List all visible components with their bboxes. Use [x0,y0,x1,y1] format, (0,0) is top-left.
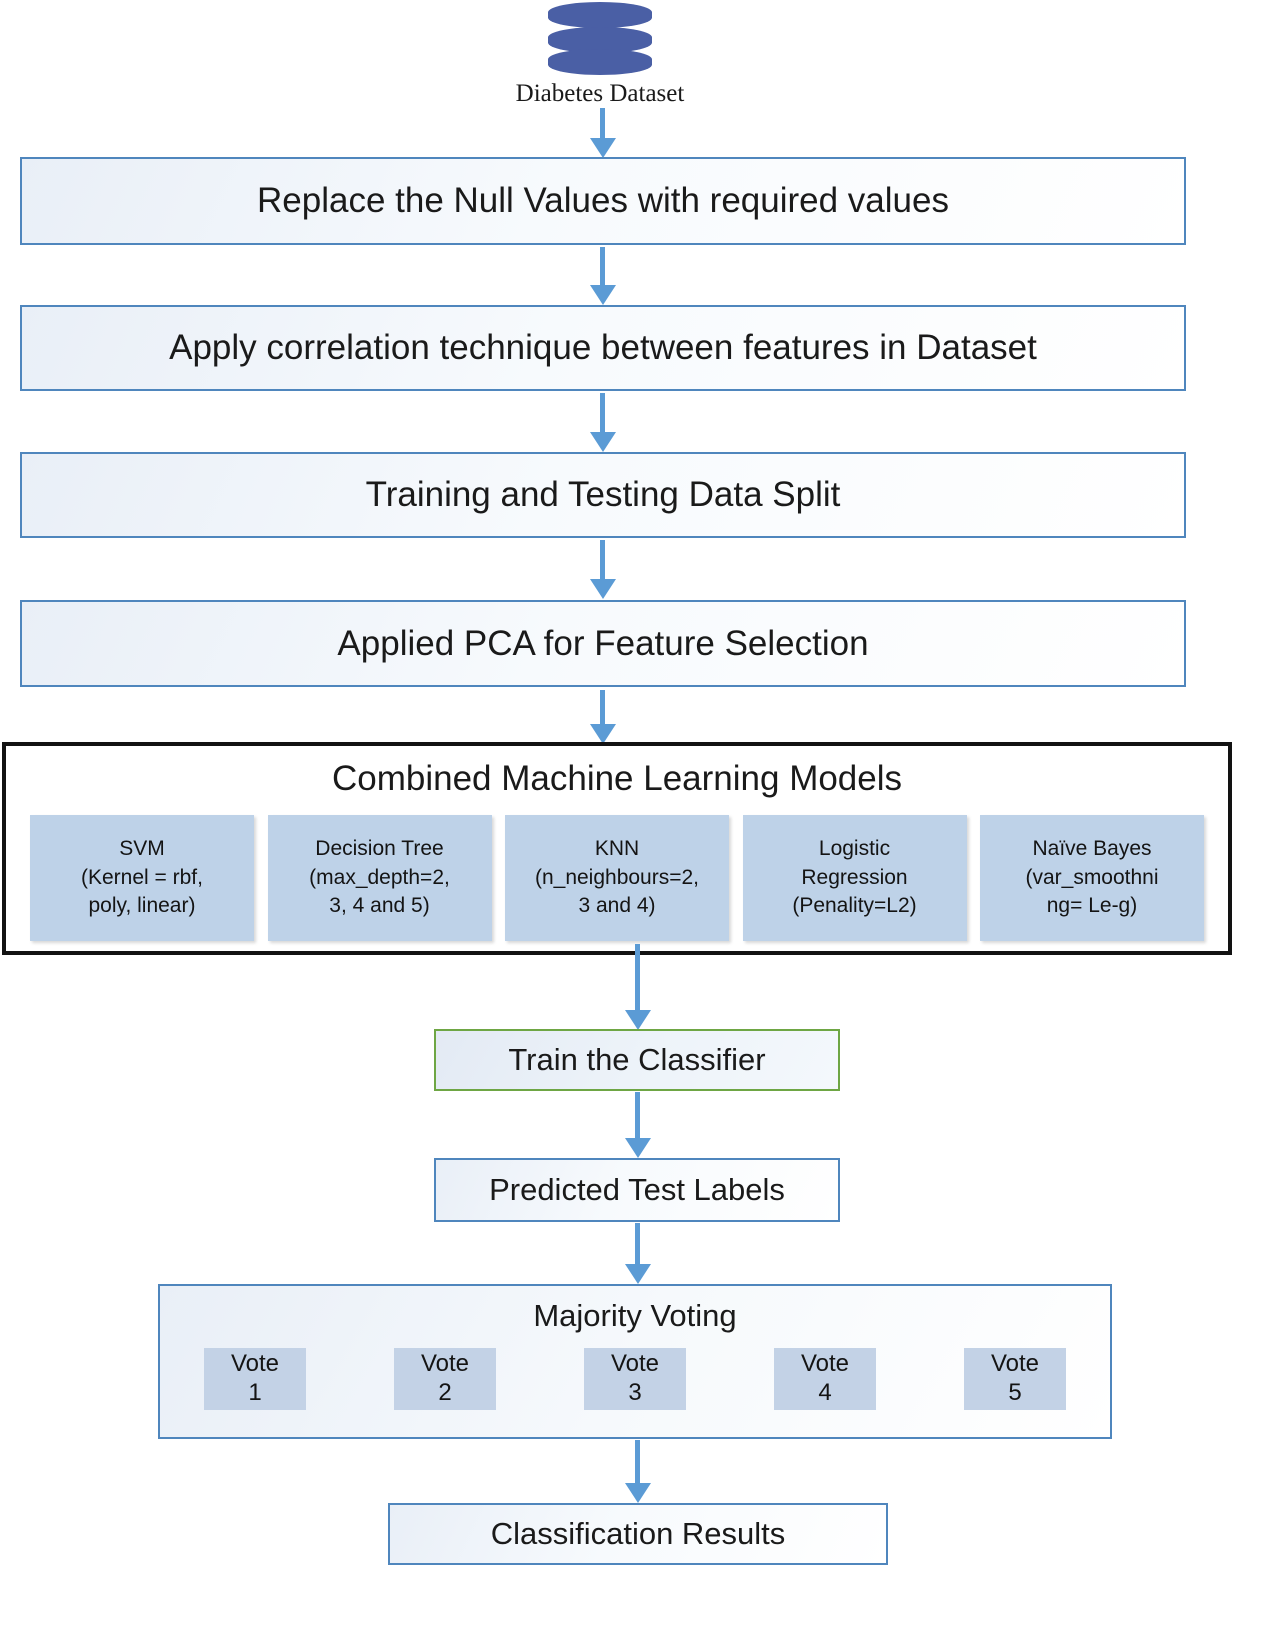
model-card-logistic-regression[interactable]: Logistic Regression (Penality=L2) [742,815,967,941]
arrow-step4-to-ml-models [590,690,616,746]
arrow-stem [635,1092,640,1140]
model-card-knn[interactable]: KNN (n_neighbours=2, 3 and 4) [505,815,729,941]
model-card-decision-tree[interactable]: Decision Tree (max_depth=2, 3, 4 and 5) [267,815,492,941]
step-label: Train the Classifier [508,1042,766,1077]
database-band-bottom [548,49,652,75]
step-label: Training and Testing Data Split [365,475,841,514]
arrow-stem [635,944,640,1012]
step-label: Apply correlation technique between feat… [169,328,1037,367]
step-applied-pca[interactable]: Applied PCA for Feature Selection [20,600,1186,687]
vote-card-1[interactable]: Vote 1 [204,1348,306,1410]
majority-voting-group: Majority Voting Vote 1 Vote 2 Vote 3 Vot… [158,1284,1112,1439]
arrow-head [625,1010,651,1030]
vote-card-4[interactable]: Vote 4 [774,1348,876,1410]
step-label: Predicted Test Labels [489,1172,785,1207]
arrow-stem [600,108,605,140]
vote-row: Vote 1 Vote 2 Vote 3 Vote 4 Vote 5 [160,1348,1110,1418]
arrow-head [590,579,616,599]
step-train-classifier[interactable]: Train the Classifier [434,1029,840,1091]
arrow-step2-to-step3 [590,393,616,454]
arrow-ml-models-to-train [625,944,651,1032]
step-classification-results[interactable]: Classification Results [388,1503,888,1565]
vote-card-3[interactable]: Vote 3 [584,1348,686,1410]
arrow-stem [600,247,605,287]
arrow-predicted-to-voting [625,1223,651,1286]
step-label: Replace the Null Values with required va… [257,181,949,220]
combined-ml-models-group: Combined Machine Learning Models SVM (Ke… [2,742,1232,955]
arrow-voting-to-results [625,1440,651,1505]
database-band-top [548,2,652,28]
arrow-stem [600,540,605,581]
arrow-dataset-to-step1 [590,108,616,160]
arrow-stem [600,393,605,434]
arrow-head [625,1264,651,1284]
model-card-naive-bayes[interactable]: Naïve Bayes (var_smoothni ng= Le-g) [980,815,1204,941]
arrow-head [590,724,616,744]
arrow-train-to-predicted [625,1092,651,1160]
database-band-middle [548,27,652,53]
arrow-head [625,1138,651,1158]
arrow-stem [635,1223,640,1266]
arrow-head [625,1483,651,1503]
arrow-head [590,138,616,158]
step-predicted-test-labels[interactable]: Predicted Test Labels [434,1158,840,1222]
step-label: Classification Results [490,1516,786,1551]
step-train-test-split[interactable]: Training and Testing Data Split [20,452,1186,538]
model-card-svm[interactable]: SVM (Kernel = rbf, poly, linear) [30,815,254,941]
step-apply-correlation[interactable]: Apply correlation technique between feat… [20,305,1186,391]
ml-group-title: Combined Machine Learning Models [331,759,903,798]
arrow-head [590,285,616,305]
database-icon [548,2,652,75]
arrow-stem [635,1440,640,1485]
voting-title: Majority Voting [533,1298,737,1333]
arrow-head [590,432,616,452]
step-replace-null-values[interactable]: Replace the Null Values with required va… [20,157,1186,245]
dataset-label: Diabetes Dataset [515,80,685,107]
ml-model-row: SVM (Kernel = rbf, poly, linear) Decisio… [6,815,1228,947]
vote-card-2[interactable]: Vote 2 [394,1348,496,1410]
arrow-step3-to-step4 [590,540,616,601]
arrow-stem [600,690,605,726]
arrow-step1-to-step2 [590,247,616,307]
vote-card-5[interactable]: Vote 5 [964,1348,1066,1410]
step-label: Applied PCA for Feature Selection [337,623,869,663]
